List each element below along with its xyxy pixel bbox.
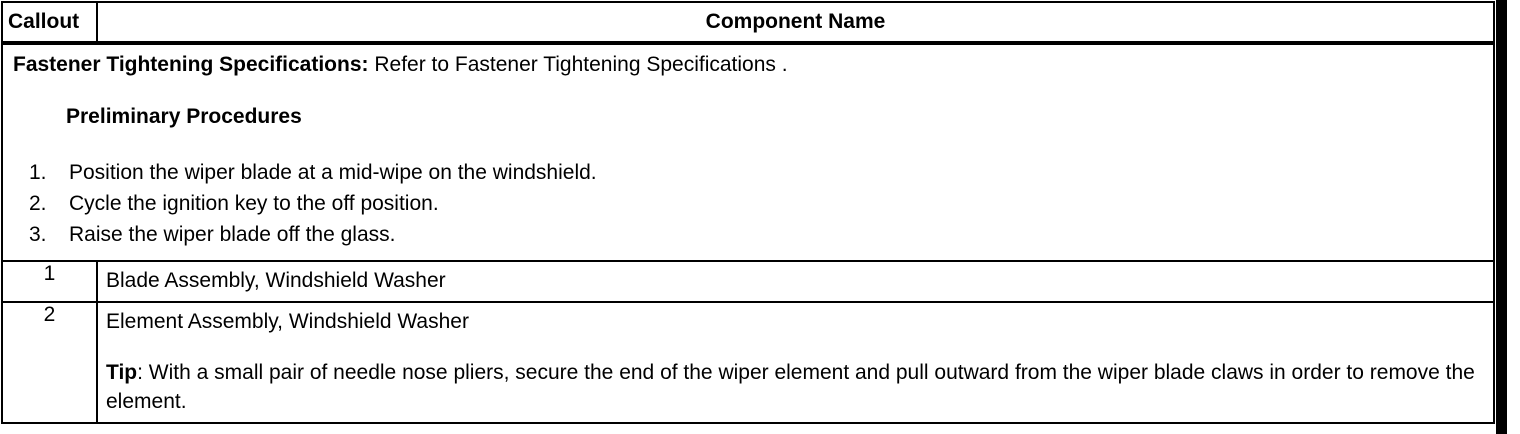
preliminary-procedures-heading: Preliminary Procedures [66, 105, 302, 128]
list-item-text: Cycle the ignition key to the off positi… [69, 192, 439, 215]
callout-number: 1 [1, 260, 98, 303]
list-item-text: Position the wiper blade at a mid-wipe o… [69, 161, 597, 184]
table-row: 1 Blade Assembly, Windshield Washer [1, 260, 1495, 303]
page-right-edge-bar [1496, 0, 1507, 434]
table-row: 2 Element Assembly, Windshield Washer Ti… [1, 301, 1495, 424]
list-item-number: 2. [29, 192, 47, 215]
list-item-number: 3. [29, 223, 47, 246]
component-name-text: Blade Assembly, Windshield Washer [106, 269, 446, 292]
component-spec-table: Callout Component Name Fastener Tighteni… [1, 1, 1495, 424]
procedures-cell: Fastener Tightening Specifications: Refe… [1, 42, 1495, 262]
fastener-specifications-label: Fastener Tightening Specifications: [13, 53, 369, 76]
component-cell: Element Assembly, Windshield Washer Tip:… [96, 301, 1495, 424]
fastener-specifications-line: Fastener Tightening Specifications: Refe… [13, 51, 1485, 79]
list-item: 1. Position the wiper blade at a mid-wip… [11, 157, 1485, 188]
tip-label: Tip [106, 361, 138, 384]
component-name-text: Element Assembly, Windshield Washer [106, 310, 469, 333]
list-item-text: Raise the wiper blade off the glass. [69, 223, 396, 246]
header-component-name: Component Name [96, 1, 1495, 45]
list-item-number: 1. [29, 161, 47, 184]
header-callout: Callout [1, 1, 98, 45]
tip-text: : With a small pair of needle nose plier… [106, 361, 1475, 413]
list-item: 3. Raise the wiper blade off the glass. [11, 219, 1485, 250]
component-cell: Blade Assembly, Windshield Washer [96, 260, 1495, 303]
spec-table-container: Callout Component Name Fastener Tighteni… [1, 1, 1495, 424]
callout-number: 2 [1, 301, 98, 424]
fastener-specifications-text: Refer to Fastener Tightening Specificati… [368, 53, 788, 76]
table-header-row: Callout Component Name [1, 1, 1495, 45]
list-item: 2. Cycle the ignition key to the off pos… [11, 188, 1485, 219]
procedures-row: Fastener Tightening Specifications: Refe… [1, 42, 1495, 262]
component-tip: Tip: With a small pair of needle nose pl… [106, 358, 1485, 416]
preliminary-procedures-list: 1. Position the wiper blade at a mid-wip… [11, 157, 1485, 250]
